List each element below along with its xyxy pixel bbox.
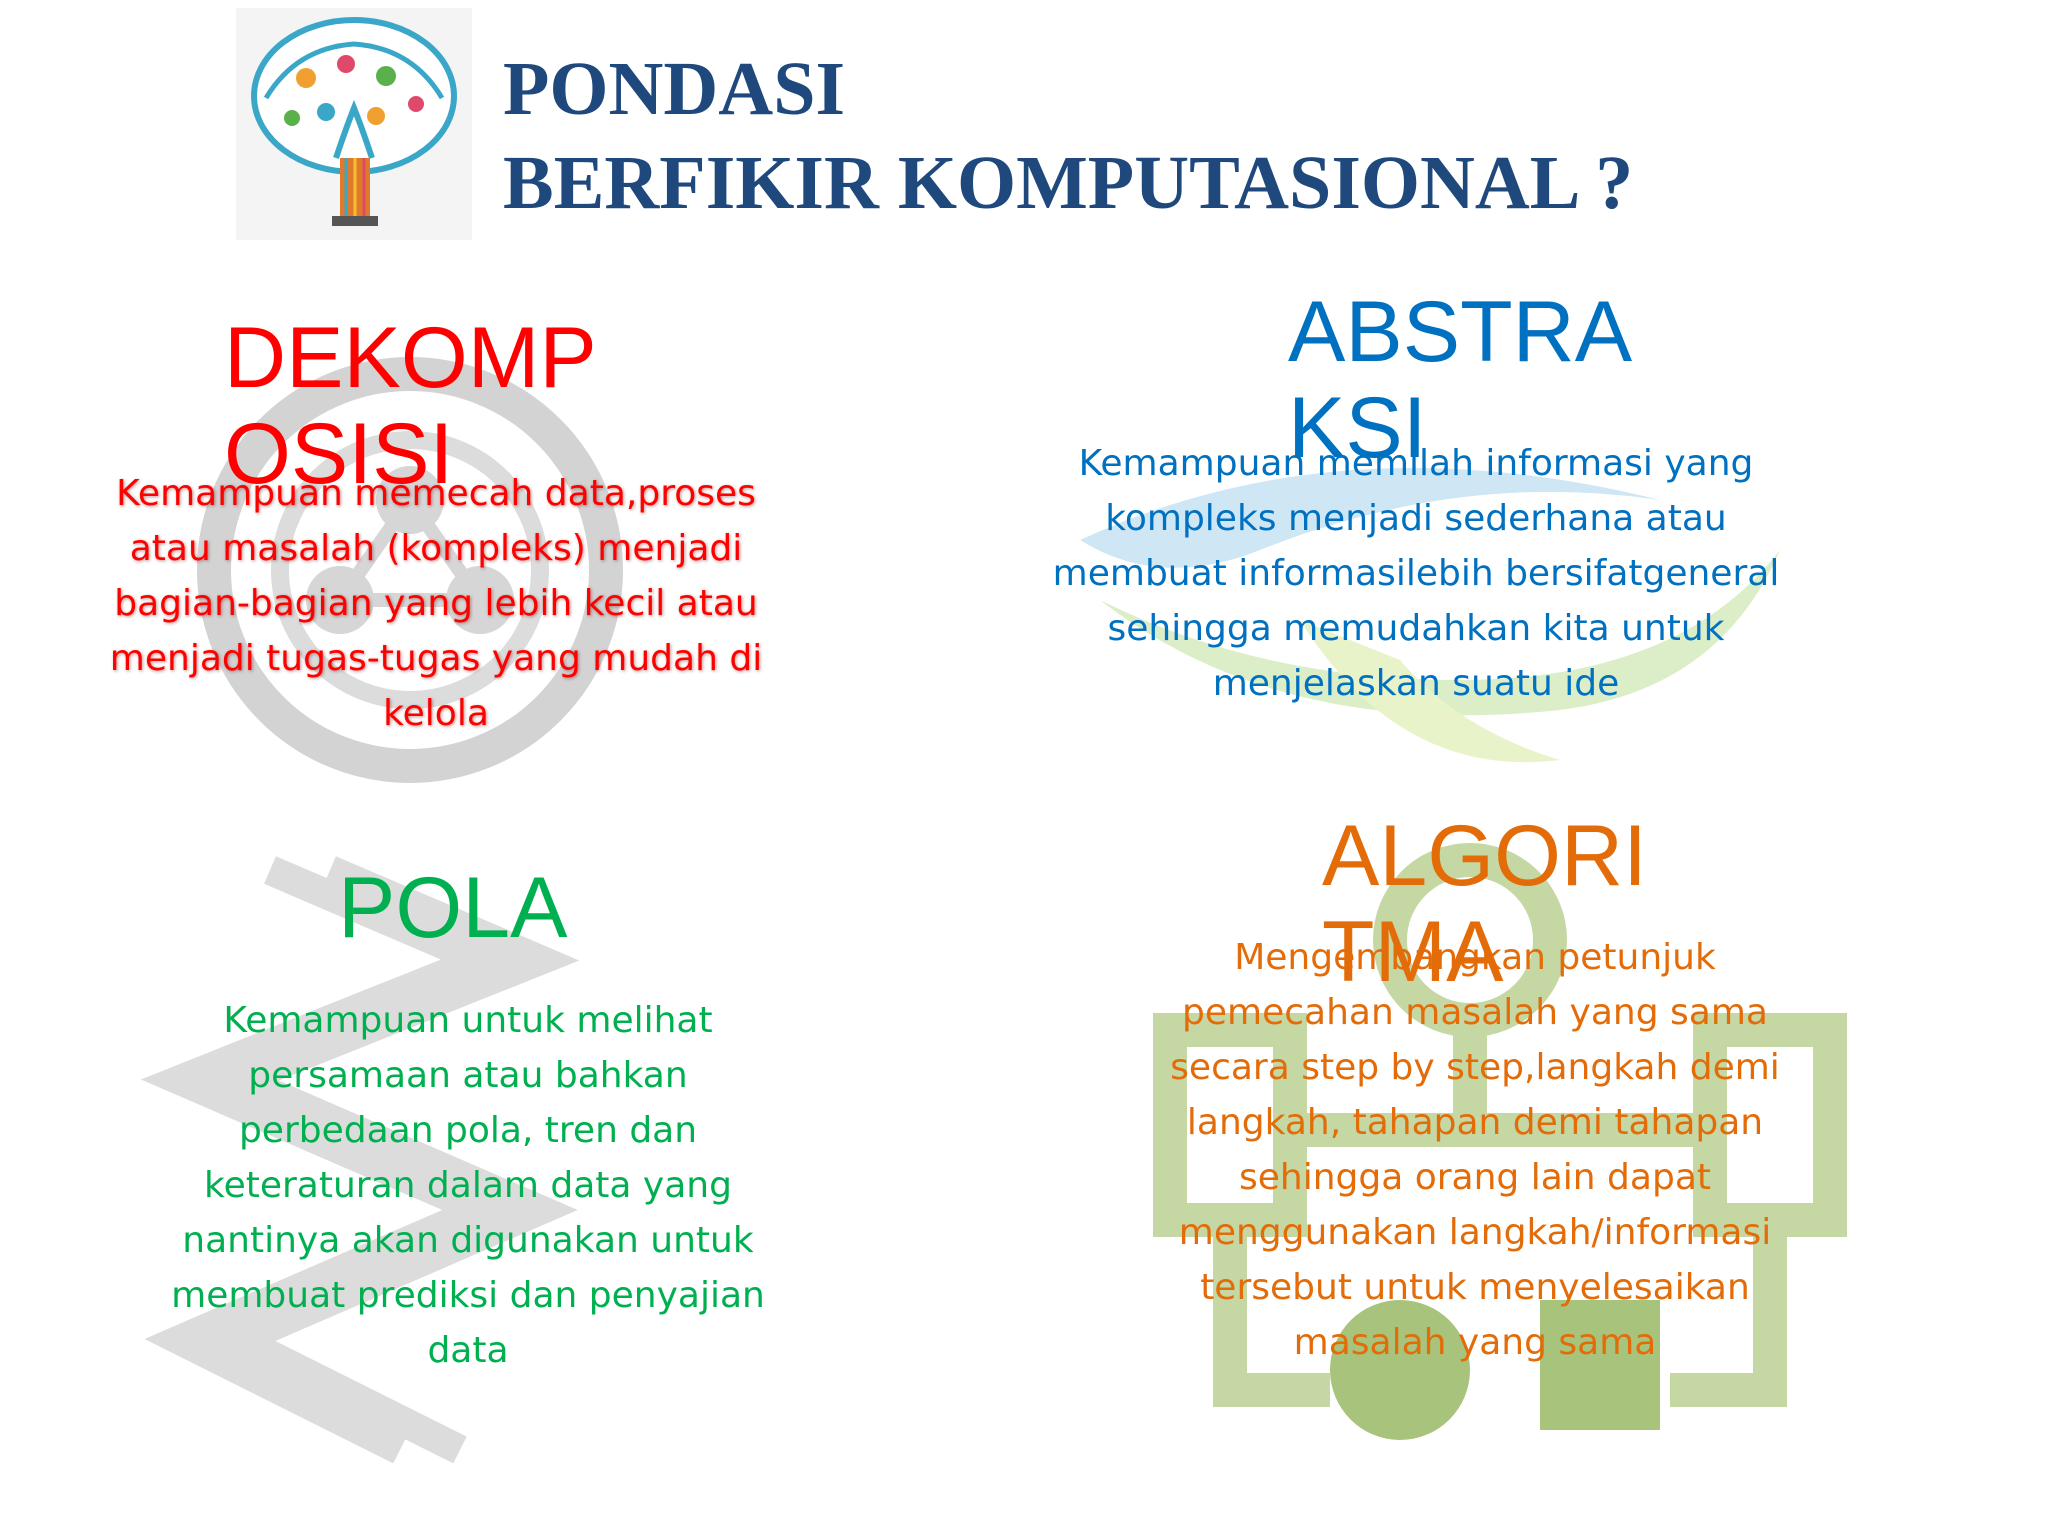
description-pola: Kemampuan untuk melihat persamaan atau b… (171, 1000, 765, 1371)
brain-tree-icon (236, 8, 472, 240)
gear-circle-icon (190, 350, 630, 790)
heading-abstraksi: ABSTRA KSI (1288, 284, 1633, 476)
swoosh-globe-icon (1040, 380, 1800, 800)
flowchart-gear-icon (1150, 830, 1910, 1480)
heading-algoritma: ALGORI TMA (1322, 808, 1647, 1000)
heading-dekomposisi: DEKOMP OSISI (224, 310, 597, 502)
description-algoritma: Mengembangkan petunjuk pemecahan masalah… (1170, 937, 1780, 1363)
description-abstraksi: Kemampuan memilah informasi yang komplek… (1052, 443, 1780, 704)
page-title-line-1: PONDASI (503, 47, 846, 131)
description-dekomposisi: Kemampuan memecah data,proses atau masal… (109, 473, 763, 734)
page-title-line-2: BERFIKIR KOMPUTASIONAL ? (503, 141, 1634, 225)
heading-pola: POLA (338, 860, 568, 956)
zigzag-pattern-icon (120, 850, 740, 1530)
